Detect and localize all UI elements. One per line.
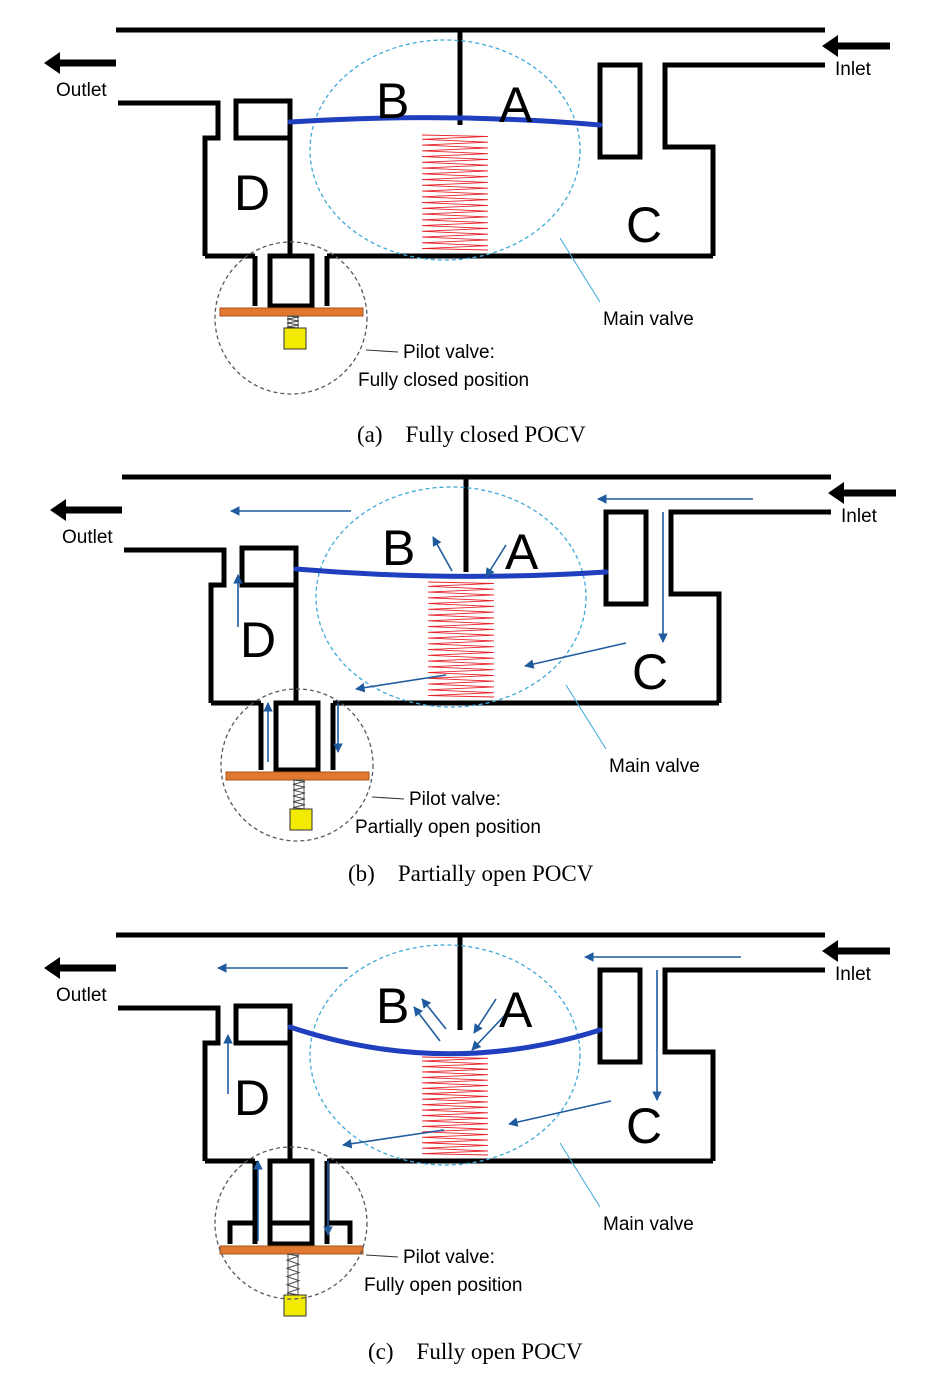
- panel-fully-open: Outlet Inlet B A C D Main valve Pilot va…: [0, 905, 928, 1364]
- pilot-step-right: [327, 1220, 353, 1244]
- valve-diagram: [44, 27, 890, 395]
- chamber-d-label: D: [240, 612, 277, 668]
- valve-group: [50, 474, 896, 842]
- pilot-plug: [283, 1294, 307, 1317]
- pilot-plug: [289, 808, 313, 831]
- chamber-b-label: B: [382, 520, 416, 576]
- diaphragm: [287, 1024, 603, 1057]
- main-valve-label: Main valve: [609, 756, 700, 777]
- flow-arrow: [524, 642, 627, 669]
- main-valve-leader: [559, 1142, 601, 1208]
- figure-caption: (b) Partially open POCV: [348, 861, 594, 886]
- pilot-plate: [219, 307, 364, 317]
- outlet-label: Outlet: [62, 527, 113, 548]
- chamber-b-label: B: [376, 978, 410, 1034]
- flow-arrow: [508, 1100, 612, 1127]
- pilot-valve-label: Pilot valve:: [403, 342, 495, 363]
- chamber-d-label: D: [234, 1070, 271, 1126]
- pilot-spring: [285, 1253, 301, 1296]
- chamber-b-label: B: [376, 73, 410, 129]
- inlet-wall: [662, 967, 825, 1161]
- valve-group: [44, 27, 890, 395]
- panel-partially-open: Outlet Inlet B A C D Main valve Pilot va…: [0, 447, 928, 897]
- pilot-plate: [219, 1245, 364, 1255]
- upper-block: [233, 1003, 293, 1046]
- pilot-valve-circle: [214, 1146, 368, 1300]
- valve-diagram: [44, 932, 890, 1317]
- inlet-wall: [668, 509, 831, 703]
- panel-fully-closed: Outlet Inlet B A C D Main valve Pilot va…: [0, 0, 928, 450]
- outlet-wall: [118, 1005, 221, 1161]
- valve-diagram: [50, 474, 896, 842]
- pilot-position-label: Fully closed position: [358, 370, 530, 391]
- outlet-arrow-head: [44, 52, 60, 74]
- upper-block: [233, 98, 293, 141]
- pilot-plug: [283, 327, 307, 350]
- main-valve-ellipse: [309, 39, 581, 261]
- pilot-inner-block: [267, 1158, 315, 1247]
- main-valve-label: Main valve: [603, 309, 694, 330]
- chamber-a-label: A: [499, 77, 533, 133]
- outlet-label: Outlet: [56, 985, 107, 1006]
- right-block: [597, 967, 643, 1065]
- figure-caption: (c) Fully open POCV: [368, 1339, 583, 1364]
- flow-arrow: [432, 536, 453, 572]
- chamber-c-label: C: [626, 197, 663, 253]
- pilot-valve-circle: [220, 688, 374, 842]
- diaphragm: [293, 566, 609, 579]
- main-spring: [421, 1056, 489, 1156]
- inlet-arrow-head: [822, 35, 838, 57]
- flow-arrow: [342, 1129, 445, 1149]
- inlet-arrow-head: [828, 482, 844, 504]
- flow-arrow: [485, 544, 507, 578]
- main-valve-leader: [559, 237, 601, 303]
- flow-arrow: [471, 1013, 507, 1051]
- pilot-position-label: Fully open position: [364, 1275, 523, 1296]
- flow-arrow: [421, 998, 447, 1030]
- pilot-valve-leader: [365, 349, 399, 353]
- inlet-label: Inlet: [841, 506, 877, 527]
- inlet-label: Inlet: [835, 964, 871, 985]
- chamber-d-label: D: [234, 165, 271, 221]
- chamber-c-label: C: [632, 644, 669, 700]
- right-block: [597, 62, 643, 160]
- main-valve-ellipse: [309, 944, 581, 1166]
- main-valve-leader: [565, 684, 607, 750]
- inlet-label: Inlet: [835, 59, 871, 80]
- chamber-c-label: C: [626, 1098, 663, 1154]
- outlet-label: Outlet: [56, 80, 107, 101]
- pilot-spring: [286, 315, 300, 329]
- outlet-arrow-head: [50, 499, 66, 521]
- pilot-valve-label: Pilot valve:: [409, 789, 501, 810]
- pilot-spring: [292, 779, 306, 810]
- chamber-a-label: A: [499, 982, 533, 1038]
- pilot-step-left: [227, 1220, 255, 1244]
- right-block: [603, 509, 649, 607]
- main-valve-ellipse: [315, 486, 587, 708]
- pilot-position-label: Partially open position: [355, 817, 541, 838]
- main-spring: [421, 134, 489, 251]
- figure-caption: (a) Fully closed POCV: [357, 422, 586, 447]
- pilot-inner-block: [273, 700, 321, 773]
- main-valve-label: Main valve: [603, 1214, 694, 1235]
- diaphragm: [287, 115, 603, 128]
- flow-arrow: [413, 1006, 441, 1042]
- pilot-valve-label: Pilot valve:: [403, 1247, 495, 1268]
- main-spring: [427, 581, 495, 698]
- outlet-wall: [124, 547, 227, 703]
- flow-arrow: [473, 998, 497, 1034]
- pilot-plate: [225, 771, 370, 781]
- pilot-inner-block: [267, 253, 315, 309]
- flow-arrow: [355, 674, 447, 693]
- pilot-valve-leader: [371, 796, 405, 800]
- pilot-valve-leader: [365, 1254, 399, 1258]
- inlet-arrow-head: [822, 940, 838, 962]
- outlet-wall: [118, 100, 221, 256]
- valve-group: [44, 932, 890, 1317]
- upper-block: [239, 545, 299, 588]
- inlet-wall: [662, 62, 825, 256]
- chamber-a-label: A: [505, 524, 539, 580]
- outlet-arrow-head: [44, 957, 60, 979]
- pilot-valve-circle: [214, 241, 368, 395]
